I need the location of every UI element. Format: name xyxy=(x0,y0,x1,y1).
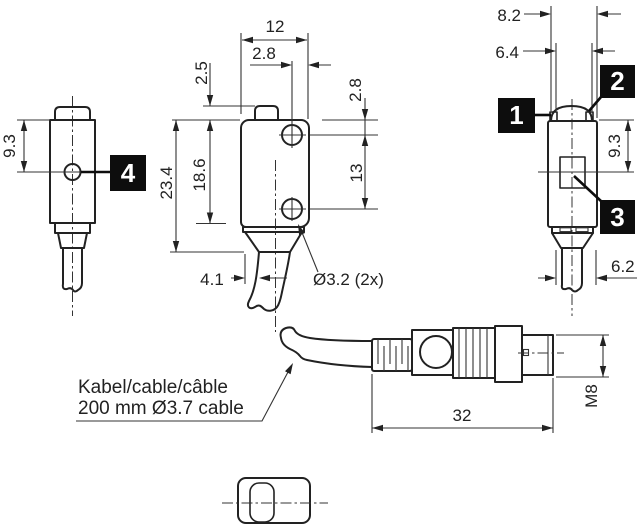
dim-text-4-1: 4.1 xyxy=(200,270,224,289)
arrowhead xyxy=(545,274,556,282)
dim-text-12: 12 xyxy=(266,17,285,36)
callout-2-leader xyxy=(588,96,602,112)
arrowhead xyxy=(20,120,28,131)
cable-note-leader xyxy=(76,371,289,422)
arrowhead xyxy=(206,212,214,224)
connector-grip-circle xyxy=(419,335,453,369)
cable-note-line2: 200 mm Ø3.7 cable xyxy=(78,398,244,419)
sensor-taper-outline xyxy=(244,231,303,253)
connector-flange-outline xyxy=(494,325,523,383)
dim-text-hole-diameter: Ø3.2 (2x) xyxy=(313,270,384,289)
arrowhead xyxy=(592,47,603,55)
dim-text-13: 13 xyxy=(347,164,366,183)
sensor-cap-outline xyxy=(54,106,91,121)
callout-2-number: 2 xyxy=(610,66,624,96)
arrowhead xyxy=(20,161,28,172)
dim-text-2-8: 2.8 xyxy=(252,44,276,63)
callout-3-leader xyxy=(573,175,603,203)
callout-1-box xyxy=(498,98,535,133)
arrowhead xyxy=(624,120,632,131)
arrowhead xyxy=(172,241,180,252)
front-view: 12 2.8 2.5 18.6 23.4 2.8 13 4.1 Ø3.2 (2x xyxy=(157,17,384,332)
bottom-body-outline xyxy=(237,477,311,524)
hole-crosshair xyxy=(279,123,306,221)
cable-outline xyxy=(279,326,373,368)
callout-1-number: 1 xyxy=(509,100,523,130)
dim-text-32: 32 xyxy=(453,406,472,425)
extension-line xyxy=(550,6,598,118)
dim-text-2-5: 2.5 xyxy=(192,61,211,85)
extension-line xyxy=(170,105,255,253)
sensor-cap-dome xyxy=(550,105,593,122)
arrowhead xyxy=(624,161,632,172)
dim-text-8-2: 8.2 xyxy=(497,6,521,25)
arrowhead xyxy=(234,274,245,282)
cable-connector-view: 32 M8 Kabel/cable/câble 200 mm Ø3.7 cabl… xyxy=(76,325,609,433)
right-side-view: 8.2 6.4 9.3 6.2 1 2 3 xyxy=(495,6,637,316)
callout-4-number: 4 xyxy=(121,158,136,188)
arrowhead xyxy=(542,424,553,432)
step-detail xyxy=(575,227,589,233)
arrowhead xyxy=(540,10,551,18)
arrowhead xyxy=(172,120,180,131)
strain-relief-ribs xyxy=(377,339,409,371)
step-detail xyxy=(559,227,572,233)
sensor-body-outline xyxy=(240,119,310,228)
dim-text-23-4: 23.4 xyxy=(157,166,176,199)
arrowhead xyxy=(372,424,383,432)
dim-text-9-3-right: 9.3 xyxy=(605,134,624,158)
dim-text-6-4: 6.4 xyxy=(495,43,519,62)
callout-3-box xyxy=(600,200,635,234)
extension-line xyxy=(240,33,309,123)
arrowhead xyxy=(545,47,556,55)
extension-line xyxy=(371,374,554,433)
cable-stub-outline xyxy=(560,247,583,293)
arrowhead xyxy=(206,95,214,106)
dim-text-6-2: 6.2 xyxy=(611,257,635,276)
arrowhead xyxy=(281,61,292,69)
cable-stub-outline xyxy=(61,247,83,293)
arrowhead xyxy=(361,135,369,146)
hole-note-leader xyxy=(300,229,319,273)
dim-line-4-1 xyxy=(231,254,287,284)
cable-note-line1: Kabel/cable/câble xyxy=(78,377,228,398)
arrowhead xyxy=(242,36,253,44)
arrowhead xyxy=(599,366,607,377)
arrowhead xyxy=(259,274,270,282)
dim-text-18-6: 18.6 xyxy=(190,158,209,191)
dim-text-9-3-left: 9.3 xyxy=(0,134,19,158)
extension-line xyxy=(556,334,609,378)
extension-line xyxy=(555,250,597,285)
knurled-ring-ribs xyxy=(458,328,488,378)
dim-text-2-8-right: 2.8 xyxy=(346,78,365,102)
arrowhead xyxy=(308,61,319,69)
callout-3-number: 3 xyxy=(610,202,624,232)
thread-cylinder-outline xyxy=(521,334,554,376)
arrowhead xyxy=(206,120,214,131)
sensor-nose-outline xyxy=(254,105,279,121)
bottom-view xyxy=(222,477,328,524)
dim-text-m8: M8 xyxy=(582,384,601,408)
extension-line xyxy=(310,119,378,210)
arrowhead xyxy=(596,274,607,282)
arrowhead xyxy=(597,10,608,18)
arrowhead xyxy=(296,36,307,44)
arrowhead xyxy=(361,198,369,209)
cable-stub-outline xyxy=(246,251,291,312)
arrowhead xyxy=(361,109,369,120)
sensor-taper-outline xyxy=(57,232,88,249)
arrowhead xyxy=(298,224,306,236)
callout-2-box xyxy=(600,65,635,98)
left-side-view: 9.3 4 xyxy=(0,96,146,316)
arrowhead xyxy=(285,363,293,375)
arrowhead xyxy=(599,335,607,346)
callout-4-box xyxy=(110,155,146,191)
